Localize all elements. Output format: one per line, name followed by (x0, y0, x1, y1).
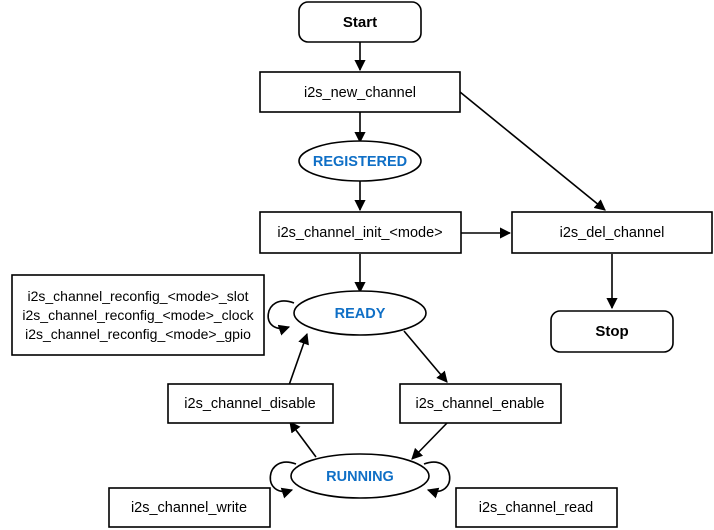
edge-new-channel-to-del-channel (459, 91, 606, 211)
i2s-del-channel-shape (511, 211, 713, 254)
i2s-channel-write-shape (108, 487, 271, 528)
i2s-del-channel-label: i2s_del_channel (560, 225, 665, 241)
node-i2s-del-channel[interactable]: i2s_del_channel (511, 211, 713, 254)
node-i2s-channel-init[interactable]: i2s_channel_init_<mode> (259, 211, 462, 254)
i2s-channel-init-shape (259, 211, 462, 254)
edge-ready-self-loop-reconfig (267, 300, 295, 336)
i2s-channel-write-label: i2s_channel_write (131, 500, 247, 516)
node-i2s-channel-enable[interactable]: i2s_channel_enable (399, 383, 562, 424)
running-label: RUNNING (326, 469, 394, 485)
edge-channel-enable-to-running (411, 421, 449, 460)
node-reconfig-box[interactable]: i2s_channel_reconfig_<mode>_slot i2s_cha… (11, 274, 265, 356)
stop-label: Stop (595, 323, 628, 340)
i2s-channel-read-shape (455, 487, 618, 528)
i2s-channel-enable-label: i2s_channel_enable (416, 396, 545, 412)
ready-shape (293, 290, 427, 336)
i2s-new-channel-label: i2s_new_channel (304, 85, 416, 101)
edge-running-self-loop-read (423, 461, 451, 499)
i2s-new-channel-shape (259, 71, 461, 113)
i2s-channel-read-label: i2s_channel_read (479, 500, 593, 516)
running-shape (290, 453, 430, 499)
node-state-ready[interactable]: READY (293, 290, 427, 336)
edge-running-to-channel-disable (289, 421, 317, 458)
registered-label: REGISTERED (313, 154, 407, 170)
reconfig-line-slot: i2s_channel_reconfig_<mode>_slot (27, 288, 248, 304)
node-i2s-channel-disable[interactable]: i2s_channel_disable (167, 383, 334, 424)
reconfig-line-gpio: i2s_channel_reconfig_<mode>_gpio (25, 326, 251, 342)
i2s-channel-enable-shape (399, 383, 562, 424)
edge-running-self-loop-write (269, 461, 297, 499)
node-i2s-channel-write[interactable]: i2s_channel_write (108, 487, 271, 528)
i2s-channel-disable-shape (167, 383, 334, 424)
node-i2s-channel-read[interactable]: i2s_channel_read (455, 487, 618, 528)
node-i2s-new-channel[interactable]: i2s_new_channel (259, 71, 461, 113)
stop-shape (550, 310, 674, 353)
reconfig-line-clock: i2s_channel_reconfig_<mode>_clock (22, 307, 254, 323)
node-start[interactable]: Start (298, 1, 422, 43)
node-state-registered[interactable]: REGISTERED (298, 140, 422, 182)
node-stop[interactable]: Stop (550, 310, 674, 353)
start-shape (298, 1, 422, 43)
ready-label: READY (335, 306, 386, 322)
i2s-channel-disable-label: i2s_channel_disable (184, 396, 315, 412)
i2s-channel-init-label: i2s_channel_init_<mode> (277, 225, 442, 241)
edge-ready-to-channel-enable (403, 330, 448, 383)
node-state-running[interactable]: RUNNING (290, 453, 430, 499)
registered-shape (298, 140, 422, 182)
start-label: Start (343, 14, 377, 31)
edge-channel-disable-to-ready (287, 332, 309, 389)
reconfig-box-shape (11, 274, 265, 356)
